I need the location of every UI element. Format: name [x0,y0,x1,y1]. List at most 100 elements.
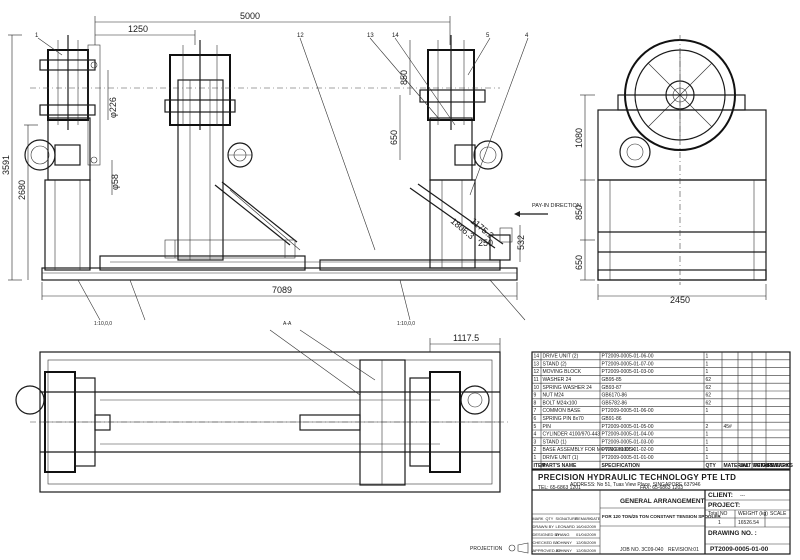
drawing-no-label: DRAWING NO. : [708,530,757,537]
balloon-5: 5 [486,33,490,39]
approval-cell: JOHNNY [556,540,573,545]
approval-cell: 12/05/2009 [576,540,597,545]
dim-5000: 5000 [240,11,260,21]
plan-view: 1117.5 [15,329,510,493]
parts-cell-no: 12 [534,369,540,375]
drawing-subtitle: FOR 120 TON/25 TON CONSTANT TENSION SPOO… [602,514,721,519]
parts-cell-no: 5 [534,424,537,430]
view-label-1: 1:10,0,0 [94,321,112,327]
dim-drum-dia: φ226 [108,97,118,118]
parts-cell-name: PIN [543,424,552,430]
dim-stroke-850: 850 [399,70,409,85]
parts-cell-qty: 62 [706,377,712,383]
balloon-4: 4 [525,33,529,39]
approval-cell: 12/05/2009 [576,548,597,553]
total-no-label: Total NO [708,511,728,517]
parts-header-spec: SPECIFICATION [602,463,641,469]
approval-cell: 16/04/2009 [576,524,597,529]
parts-cell-spec: PT2009-0005-01-05-00 [602,424,654,430]
view-label-a-a: A-A [283,321,292,327]
parts-cell-spec: PT2009-0005-01-01-00 [602,455,654,461]
dim-532: 532 [516,235,526,250]
parts-cell-name: WASHER 24 [543,377,572,383]
parts-cell-qty: 1 [706,455,709,461]
parts-cell-mat: 45# [724,424,733,430]
client-value: --- [740,493,745,499]
parts-cell-name: BASE ASSEMBLY FOR MOVING BLOCK [543,447,637,453]
dim-1250: 1250 [128,24,148,34]
weight-label: WEIGHT (kg) [738,511,768,517]
view-label-2: 1:10,0,0 [397,321,415,327]
parts-header-unit: UNIT WEIGHT [740,463,773,469]
parts-cell-qty: 62 [706,385,712,391]
parts-cell-spec: PT2009-0005-01-02-00 [602,447,654,453]
parts-cell-qty: 1 [706,432,709,438]
parts-cell-spec: GB5782-86 [602,400,628,406]
parts-header-qty: QTY [706,463,717,469]
parts-cell-no: 13 [534,361,540,367]
scale-label: SCALE [770,511,787,517]
total-no-value: 1 [718,520,721,526]
approval-cell: CHECKED BY [533,540,559,545]
parts-cell-qty: 1 [706,361,709,367]
approval-cell: DRAWN BY [533,524,555,529]
job-no: JOB NO. 3C09-040 [620,547,664,553]
parts-cell-spec: GB93-87 [602,385,622,391]
parts-cell-qty: 1 [706,439,709,445]
projection-symbol-icon [508,544,516,552]
company-fax: FAX: 65-6863 1203 [640,485,683,491]
center-moving-stand [164,40,301,261]
parts-cell-qty: 1 [706,354,709,360]
approval-cell: JOHNNY [556,548,573,553]
dim-3591: 3591 [1,155,11,175]
projection-label: PROJECTION [470,546,503,552]
rev-header-cell: MARK [533,517,544,521]
parts-cell-spec: GB95-85 [602,377,622,383]
parts-cell-name: NUT M24 [543,393,565,399]
parts-cell-spec: PT2009-0005-01-03-00 [602,439,654,445]
pay-in-arrow-icon [514,211,520,217]
client-label: CLIENT: [708,492,733,499]
parts-cell-no: 9 [534,393,537,399]
parts-cell-spec: GB91-86 [602,416,622,422]
revision-no: REVISION:01 [668,547,699,553]
parts-cell-qty: 1 [706,447,709,453]
parts-cell-name: DRIVE UNIT (1) [543,455,579,461]
parts-cell-no: 8 [534,400,537,406]
parts-cell-no: 10 [534,385,540,391]
parts-cell-name: COMMON BASE [543,408,582,414]
dim-stroke-650: 650 [389,130,399,145]
parts-cell-name: SPRING WASHER 24 [543,385,592,391]
parts-cell-spec: PT2009-0005-01-06-00 [602,354,654,360]
parts-cell-name: CYLINDER 4100/970-443 [543,432,601,438]
approval-cell: 01/04/2009 [576,532,597,537]
parts-cell-name: STAND (2) [543,361,567,367]
parts-cell-no: 6 [534,416,537,422]
dim-2450: 2450 [670,295,690,305]
parts-cell-spec: PT2009-0005-01-04-00 [602,432,654,438]
parts-cell-no: 4 [534,432,537,438]
dim-250: 250 [478,238,493,248]
company-address: ADDRESS: No 51, Tuas View Place, SINGAPO… [570,482,701,488]
front-elevation-view: 5000 1250 φ226 φ58 3591 2680 850 650 117… [1,11,581,327]
dim-7089: 7089 [272,285,292,295]
drawing-title: GENERAL ARRANGEMENT [620,498,705,505]
balloon-12: 12 [297,33,304,39]
approval-cell: ZHANG [556,532,570,537]
parts-cell-no: 7 [534,408,537,414]
